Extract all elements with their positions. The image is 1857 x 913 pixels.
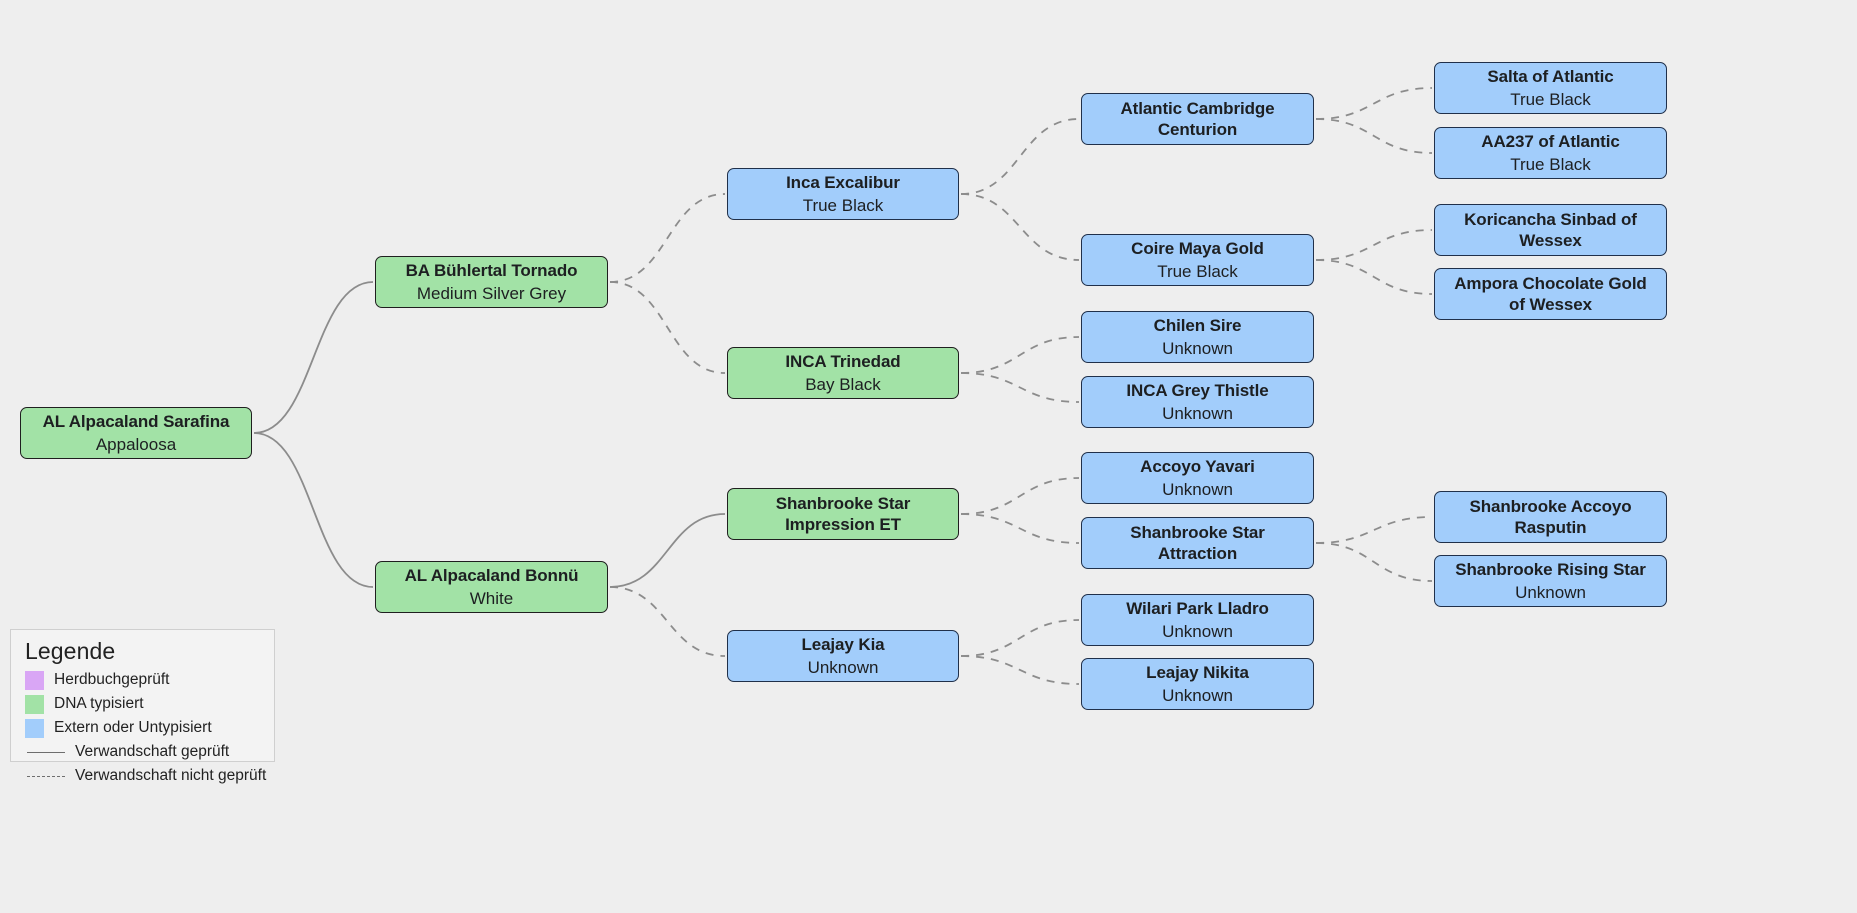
node-animal-name: Ampora Chocolate Gold of Wessex (1454, 273, 1647, 314)
edge-unverified (960, 513, 1080, 544)
node-color-label: Unknown (1162, 685, 1233, 705)
node-color-label: Bay Black (805, 374, 881, 394)
edge-unverified (960, 619, 1080, 657)
node-animal-name: Salta of Atlantic (1487, 67, 1614, 87)
node-animal-name: BA Bühlertal Tornado (405, 261, 578, 281)
edge-unverified (960, 118, 1080, 195)
external-untyped-swatch (25, 718, 44, 738)
legend-label: Herdbuchgeprüft (54, 671, 170, 688)
node-animal-name: Shanbrooke Rising Star (1455, 560, 1646, 580)
node-animal-name: Atlantic Cambridge Centurion (1120, 98, 1275, 139)
node-animal-name: AA237 of Atlantic (1481, 132, 1620, 152)
pedigree-node[interactable]: Koricancha Sinbad of Wessex (1434, 204, 1667, 256)
node-animal-name: INCA Grey Thistle (1126, 381, 1269, 401)
node-animal-name: Inca Excalibur (786, 173, 900, 193)
node-animal-name: Leajay Nikita (1146, 663, 1249, 683)
edge-unverified (609, 281, 726, 374)
pedigree-node[interactable]: Shanbrooke Star Impression ET (727, 488, 959, 540)
pedigree-node[interactable]: Shanbrooke Accoyo Rasputin (1434, 491, 1667, 543)
pedigree-node[interactable]: Shanbrooke Star Attraction (1081, 517, 1314, 569)
node-color-label: Unknown (1515, 582, 1586, 602)
node-color-label: Unknown (1162, 479, 1233, 499)
node-color-label: Unknown (1162, 403, 1233, 423)
node-animal-name: Shanbrooke Star Attraction (1130, 522, 1265, 563)
node-animal-name: INCA Trinedad (785, 352, 901, 372)
edge-verified (253, 432, 374, 588)
edge-unverified (960, 477, 1080, 515)
node-animal-name: AL Alpacaland Bonnü (404, 566, 579, 586)
edge-unverified (960, 655, 1080, 685)
herdbook-swatch (25, 670, 44, 690)
node-color-label: True Black (1510, 89, 1591, 109)
edge-unverified (960, 193, 1080, 261)
legend-label: DNA typisiert (54, 695, 144, 712)
unverified-relation-line (27, 775, 65, 777)
edge-verified (253, 281, 374, 434)
dna-typed-swatch (25, 694, 44, 714)
edge-unverified (960, 336, 1080, 374)
node-color-label: Unknown (807, 657, 879, 677)
node-color-label: White (469, 588, 514, 608)
edge-unverified (609, 586, 726, 657)
node-color-label: True Black (1157, 261, 1238, 281)
verified-relation-line (27, 751, 65, 753)
legend-label: Extern oder Untypisiert (54, 719, 212, 736)
legend-row: Herdbuchgeprüft (25, 668, 262, 692)
legend-row: Verwandschaft geprüft (25, 740, 262, 764)
node-animal-name: Shanbrooke Star Impression ET (775, 493, 911, 534)
node-color-label: True Black (1510, 154, 1591, 174)
edge-unverified (1315, 87, 1433, 120)
node-color-label: Unknown (1162, 338, 1233, 358)
legend-label: Verwandschaft geprüft (75, 743, 230, 760)
node-animal-name: Accoyo Yavari (1140, 457, 1255, 477)
node-color-label: Unknown (1162, 621, 1233, 641)
node-animal-name: Shanbrooke Accoyo Rasputin (1469, 496, 1632, 537)
node-color-label: Appaloosa (95, 434, 177, 454)
node-animal-name: AL Alpacaland Sarafina (42, 412, 230, 432)
node-color-label: True Black (802, 195, 884, 215)
pedigree-node[interactable]: Atlantic Cambridge Centurion (1081, 93, 1314, 145)
edge-unverified (1315, 229, 1433, 261)
node-animal-name: Chilen Sire (1153, 316, 1242, 336)
edge-unverified (1315, 542, 1433, 582)
edge-unverified (609, 193, 726, 283)
node-color-label: Medium Silver Grey (416, 283, 567, 303)
edge-unverified (1315, 118, 1433, 154)
legend-label: Verwandschaft nicht geprüft (75, 767, 267, 784)
edge-verified (609, 513, 726, 588)
legend-title: Legende (25, 638, 116, 664)
node-animal-name: Koricancha Sinbad of Wessex (1464, 209, 1637, 250)
node-animal-name: Coire Maya Gold (1131, 239, 1264, 259)
legend-row: Verwandschaft nicht geprüft (25, 764, 266, 788)
node-animal-name: Wilari Park Lladro (1126, 599, 1269, 619)
edge-unverified (1315, 516, 1433, 544)
node-animal-name: Leajay Kia (801, 635, 885, 655)
edge-unverified (960, 372, 1080, 403)
legend-row: DNA typisiert (25, 692, 262, 716)
legend-row: Extern oder Untypisiert (25, 716, 262, 740)
edge-unverified (1315, 259, 1433, 295)
pedigree-node[interactable]: Ampora Chocolate Gold of Wessex (1434, 268, 1667, 320)
